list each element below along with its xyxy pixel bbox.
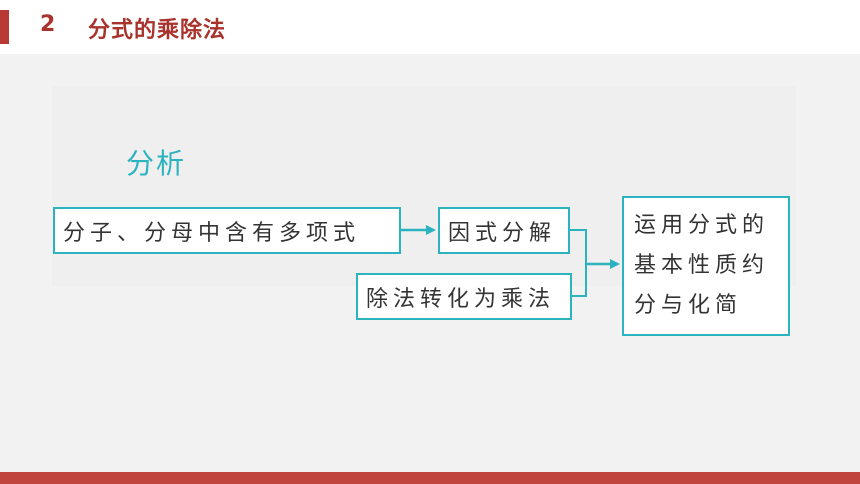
footer-bar — [0, 472, 860, 484]
header-accent-marker — [0, 10, 9, 44]
section-number: 2 — [40, 12, 56, 37]
flow-box-result: 运用分式的基本性质约分与化简 — [622, 196, 790, 336]
analysis-heading: 分析 — [126, 147, 187, 180]
slide-title: 分式的乘除法 — [88, 18, 227, 43]
flow-box-division-to-multiplication: 除法转化为乘法 — [356, 273, 572, 320]
flow-box-polynomial: 分子、分母中含有多项式 — [53, 207, 401, 254]
slide-header: 2 分式的乘除法 — [0, 0, 860, 54]
flow-box-factorize: 因式分解 — [438, 207, 570, 254]
